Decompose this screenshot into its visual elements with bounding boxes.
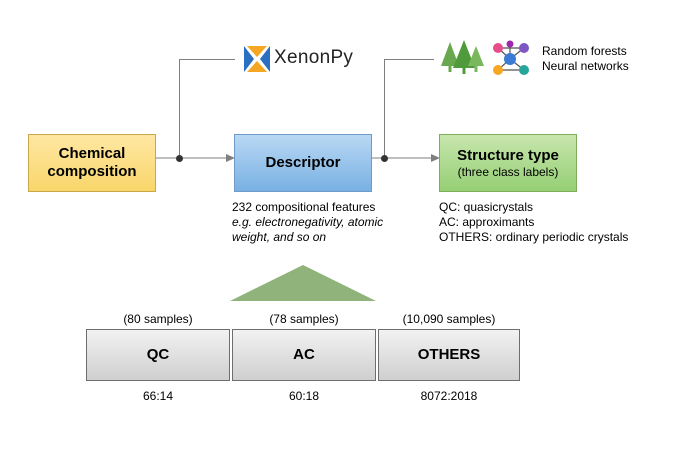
descriptor-note-line3: weight, and so on [232,230,327,244]
xenonpy-logo-icon [244,46,270,72]
ac-train-test-split: 60:18 [288,389,320,403]
others-dataset-box: OTHERS [378,329,520,381]
class-note-others: OTHERS: ordinary periodic crystals [439,230,629,244]
model-connector-horizontal [384,59,434,60]
others-sample-count: (10,090 samples) [402,312,496,326]
qc-train-test-split: 66:14 [142,389,174,403]
aggregation-triangle [230,265,376,301]
model-neural-networks: Neural networks [542,59,629,73]
ac-sample-count: (78 samples) [269,312,339,326]
descriptor-label: Descriptor [265,154,341,171]
arrow-input-to-descriptor [152,154,235,162]
junction-dot-left [176,155,183,162]
qc-sample-count: (80 samples) [123,312,193,326]
class-note-qc: QC: quasicrystals [439,200,534,214]
xenonpy-connector-horizontal [179,59,235,60]
descriptor-note-line2: e.g. electronegativity, atomic [232,215,384,229]
others-train-test-split: 8072:2018 [420,389,478,403]
structure-type-subtitle: (three class labels) [457,164,559,179]
input-box-line1: Chemical [58,145,126,162]
qc-dataset-label: QC [146,346,170,363]
pine-trees-icon [441,40,484,74]
model-random-forests: Random forests [542,44,627,58]
others-dataset-label: OTHERS [417,346,481,363]
input-box-line2: composition [47,163,137,180]
junction-dot-right [381,155,388,162]
qc-dataset-box: QC [86,329,230,381]
class-note-ac: AC: approximants [439,215,535,229]
structure-type-box: Structure type (three class labels) [439,134,577,192]
descriptor-box: Descriptor [234,134,372,192]
chemical-composition-box: Chemical composition [28,134,156,192]
xenonpy-label: XenonPy [274,47,354,68]
ac-dataset-label: AC [293,346,315,363]
xenonpy-connector-vertical [179,59,180,158]
ac-dataset-box: AC [232,329,376,381]
structure-type-title: Structure type [457,146,559,164]
model-connector-vertical [384,59,385,158]
descriptor-note-line1: 232 compositional features [232,200,376,214]
neural-network-icon [493,40,529,75]
